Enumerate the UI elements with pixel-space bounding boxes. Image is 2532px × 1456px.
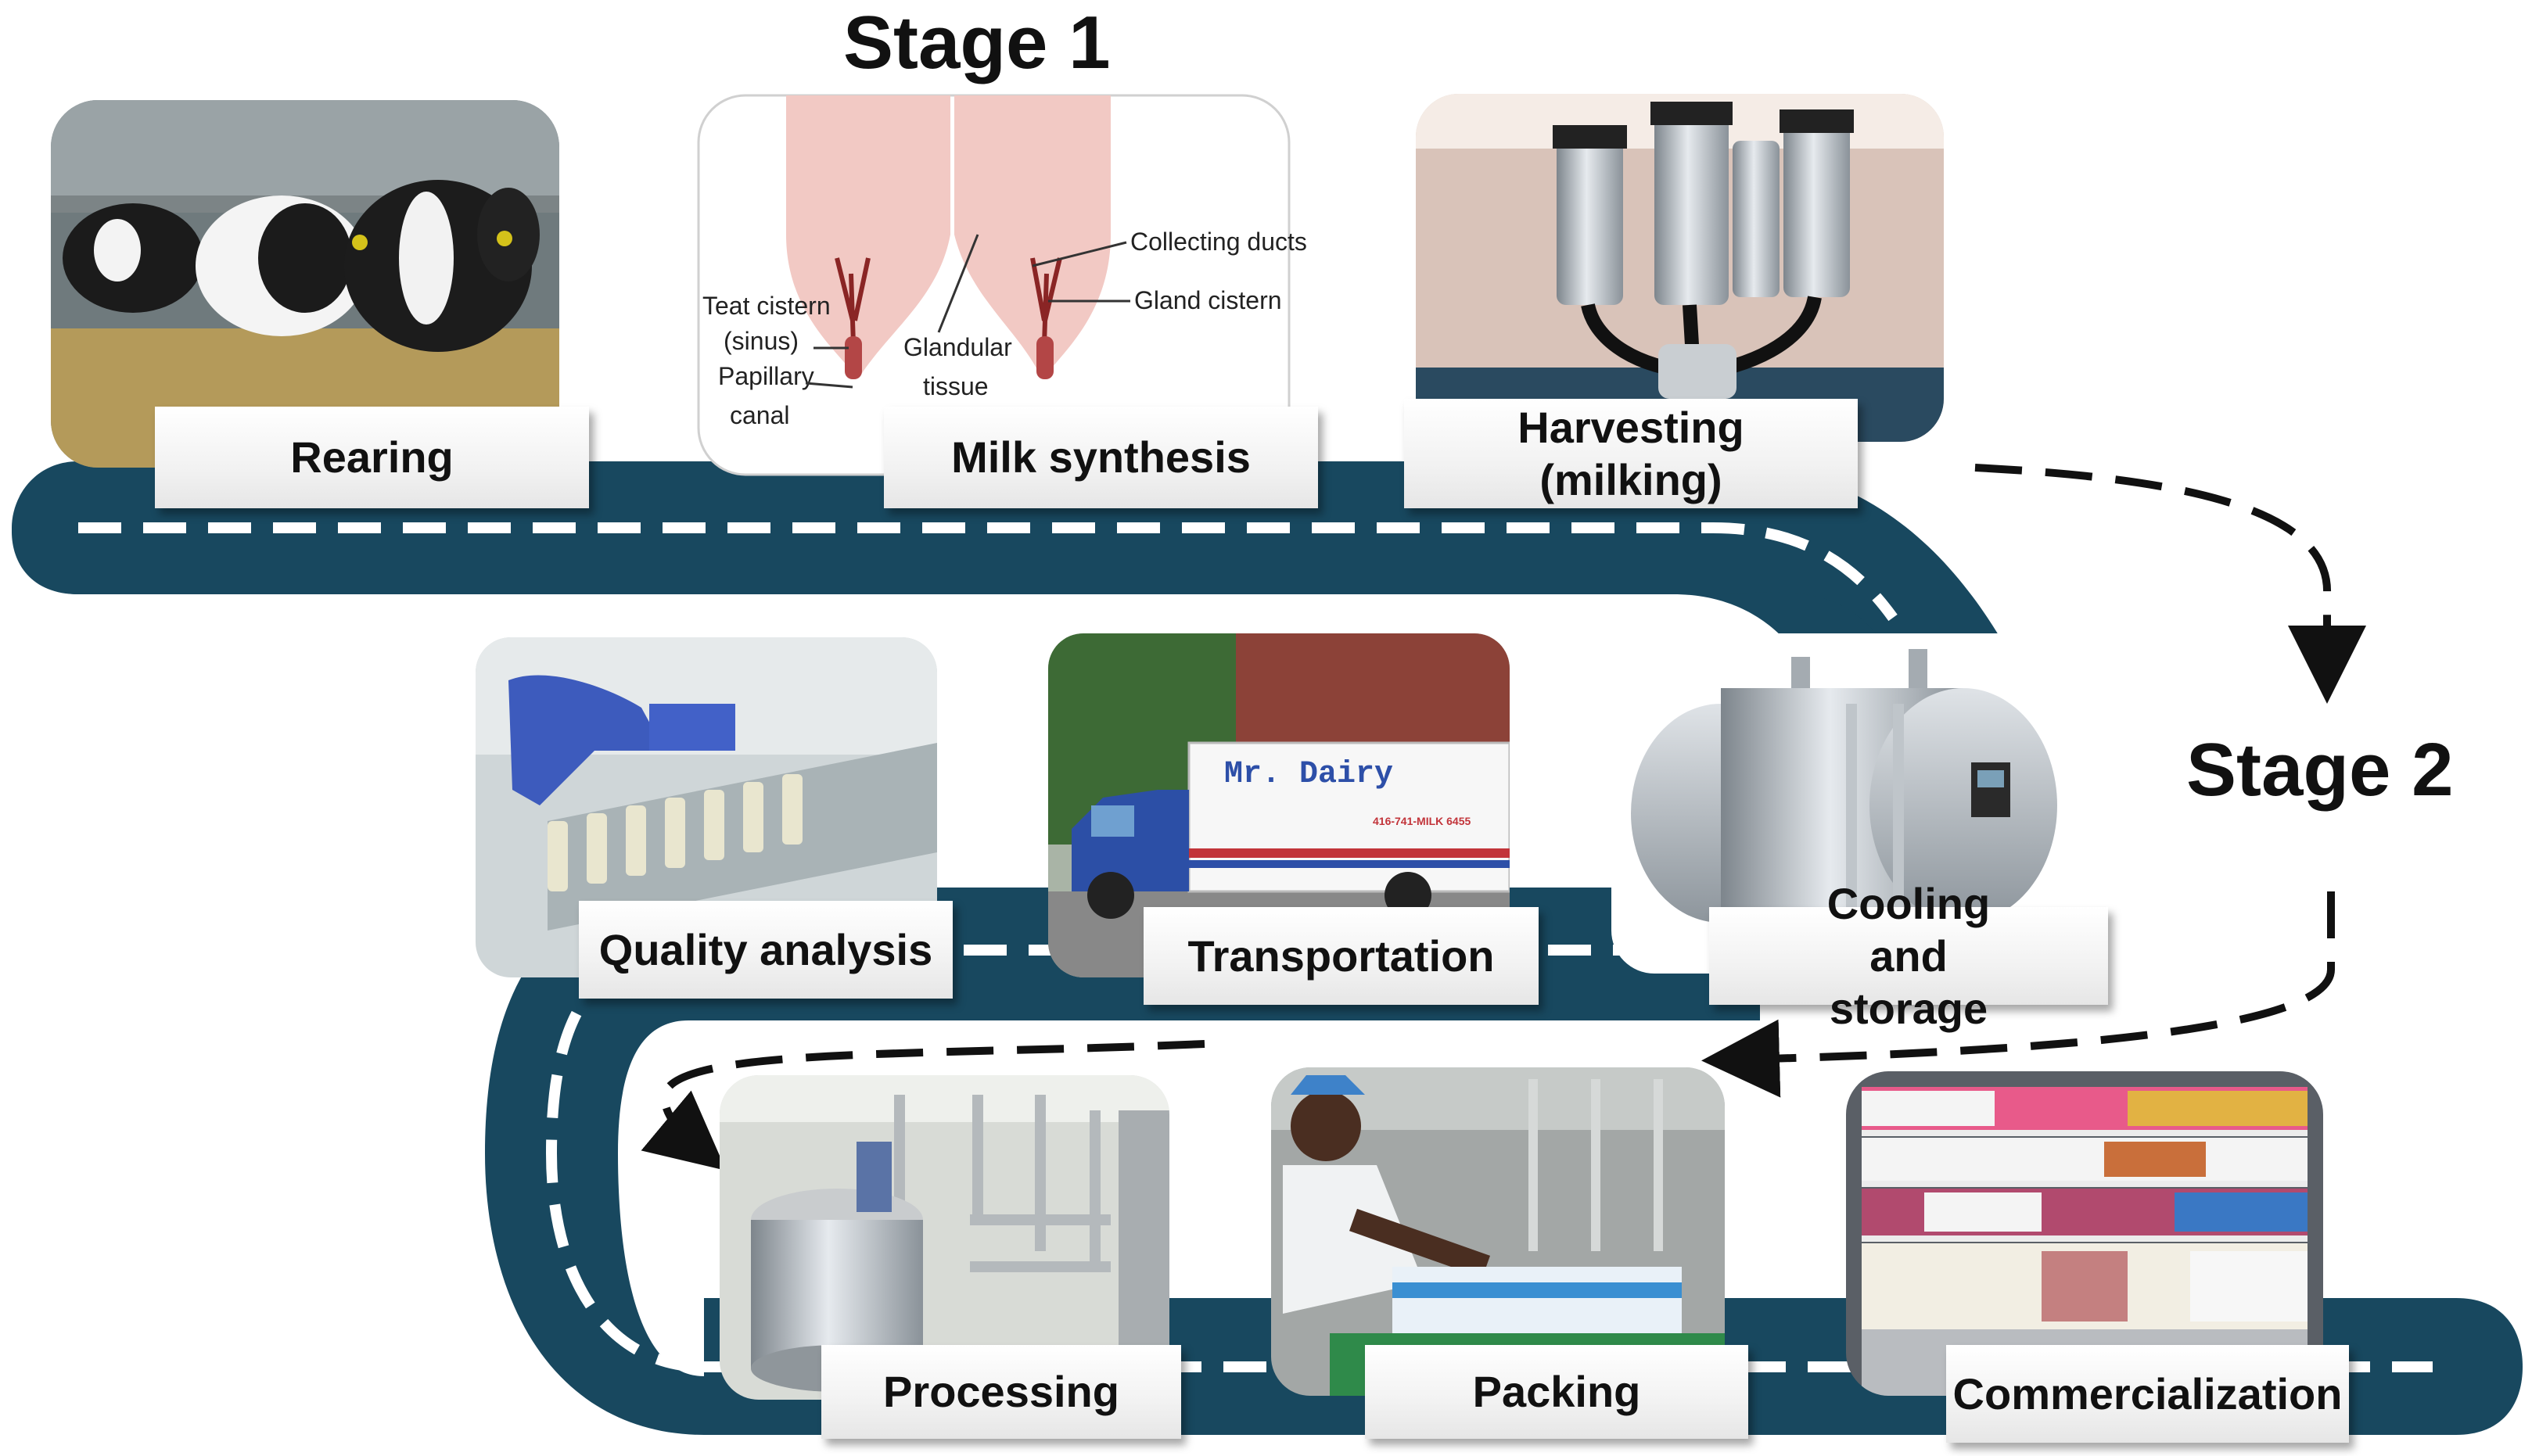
teat-cistern-label: Teat cistern: [702, 292, 831, 320]
cow-icon: [63, 180, 540, 352]
shelf-icon: [1862, 1087, 2308, 1396]
gland-cistern-label: Gland cistern: [1134, 286, 1282, 314]
papillary-label: Papillary: [718, 362, 814, 390]
transportation-photo: Mr. Dairy 416-741-MILK 6455: [1048, 633, 1510, 977]
sinus-label: (sinus): [724, 327, 799, 355]
stage-2-title: Stage 2: [2186, 728, 2454, 812]
milking-cup-icon: [1553, 102, 1854, 399]
commercialization-photo: [1846, 1071, 2323, 1396]
glandular-label: Glandular: [903, 333, 1012, 361]
step-label-milk-synthesis: Milk synthesis: [884, 407, 1318, 508]
cooling-storage-photo: [1611, 633, 2073, 974]
gloved-hand-icon: [508, 675, 665, 805]
step-label-processing: Processing: [821, 1345, 1181, 1439]
step-label-commercialization: Commercialization: [1946, 1345, 2349, 1443]
harvesting-photo: [1416, 94, 1944, 442]
udder-diagram-icon: [786, 95, 1111, 379]
step-label-rearing: Rearing: [155, 407, 589, 508]
step-label-harvesting: Harvesting (milking): [1404, 399, 1858, 508]
worker-icon: [1283, 1075, 1490, 1314]
arrow-stage2-to-cooling: [1701, 891, 2335, 1098]
truck-phone-text: 416-741-MILK 6455: [1373, 815, 1471, 827]
tissue-label: tissue: [923, 372, 989, 400]
arrow-to-processing: [641, 1040, 1205, 1171]
collecting-ducts-label: Collecting ducts: [1130, 228, 1307, 256]
truck-brand-text: Mr. Dairy: [1224, 757, 1393, 792]
step-label-packing: Packing: [1365, 1345, 1748, 1439]
milk-tank-icon: [1631, 649, 2057, 923]
lane-marking-top: [78, 522, 1898, 622]
canal-label: canal: [730, 401, 790, 429]
truck-icon: Mr. Dairy 416-741-MILK 6455: [1072, 741, 1510, 919]
stage-1-title: Stage 1: [843, 1, 1111, 84]
rearing-photo: [51, 100, 559, 468]
flow-arrows: [641, 464, 2366, 1171]
arrow-stage1-to-stage2: [1974, 464, 2366, 704]
packing-photo: [1271, 1067, 1725, 1396]
milk-synthesis-photo: Teat cistern (sinus) Papillary canal Gla…: [697, 94, 1307, 476]
road-curve-left: [485, 888, 704, 1435]
step-label-transportation: Transportation: [1144, 907, 1539, 1005]
step-label-cooling-storage: Cooling and storage: [1709, 879, 2108, 1033]
step-label-quality-analysis: Quality analysis: [579, 901, 953, 999]
